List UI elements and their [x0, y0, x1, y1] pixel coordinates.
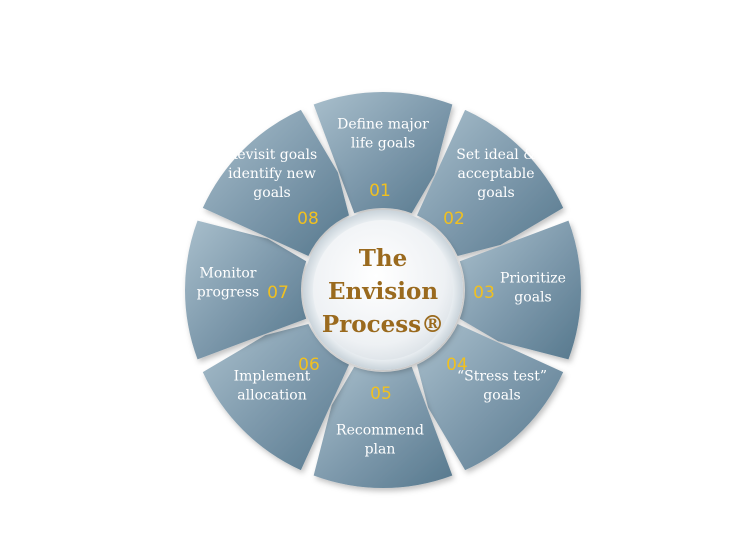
step-number-04: 04 — [446, 355, 468, 375]
step-label-04-line-2: goals — [483, 388, 520, 404]
step-segment-01 — [313, 91, 453, 214]
step-segment-06 — [202, 324, 349, 471]
step-number-06: 06 — [298, 355, 320, 375]
step-label-03-line-1: Prioritize — [500, 271, 566, 287]
step-label-04-line-1: “Stress test” — [457, 369, 547, 385]
center-disc — [313, 220, 453, 360]
step-label-02-line-2: acceptable — [458, 166, 535, 182]
step-label-01-line-2: life goals — [351, 136, 415, 152]
step-label-02-line-3: goals — [477, 185, 514, 201]
step-label-08-line-2: identify new — [228, 166, 316, 182]
step-label-07-line-2: progress — [197, 285, 259, 301]
process-steps: Define major life goals 01 Set ideal & accep… — [184, 91, 581, 488]
step-number-07: 07 — [267, 283, 289, 303]
step-number-03: 03 — [473, 283, 495, 303]
step-number-02: 02 — [443, 209, 465, 229]
center-title-line-1: The — [359, 245, 407, 272]
step-segment-02 — [417, 109, 564, 256]
step-segment-05 — [313, 366, 453, 488]
step-label-08-line-1: Revisit goals — [227, 147, 317, 163]
step-segment-07 — [184, 220, 307, 360]
step-segment-08 — [202, 109, 349, 256]
step-label-06-line-1: Implement — [234, 369, 311, 385]
step-number-08: 08 — [297, 209, 319, 229]
step-number-05: 05 — [370, 384, 392, 404]
step-label-07-line-1: Monitor — [199, 266, 256, 282]
step-label-06-line-2: allocation — [237, 388, 306, 404]
step-label-01-line-1: Define major — [337, 117, 429, 133]
center-title-line-3: Process® — [322, 311, 444, 338]
step-number-01: 01 — [369, 181, 391, 201]
center-title-line-2: Envision — [328, 278, 438, 305]
step-label-08-line-3: goals — [253, 185, 290, 201]
step-label-05-line-1: Recommend — [336, 423, 424, 439]
step-label-05-line-2: plan — [365, 442, 396, 458]
step-label-03-line-2: goals — [514, 290, 551, 306]
step-segment-04 — [417, 324, 564, 471]
step-label-02-line-1: Set ideal & — [456, 147, 535, 163]
step-segment-03 — [459, 220, 581, 360]
